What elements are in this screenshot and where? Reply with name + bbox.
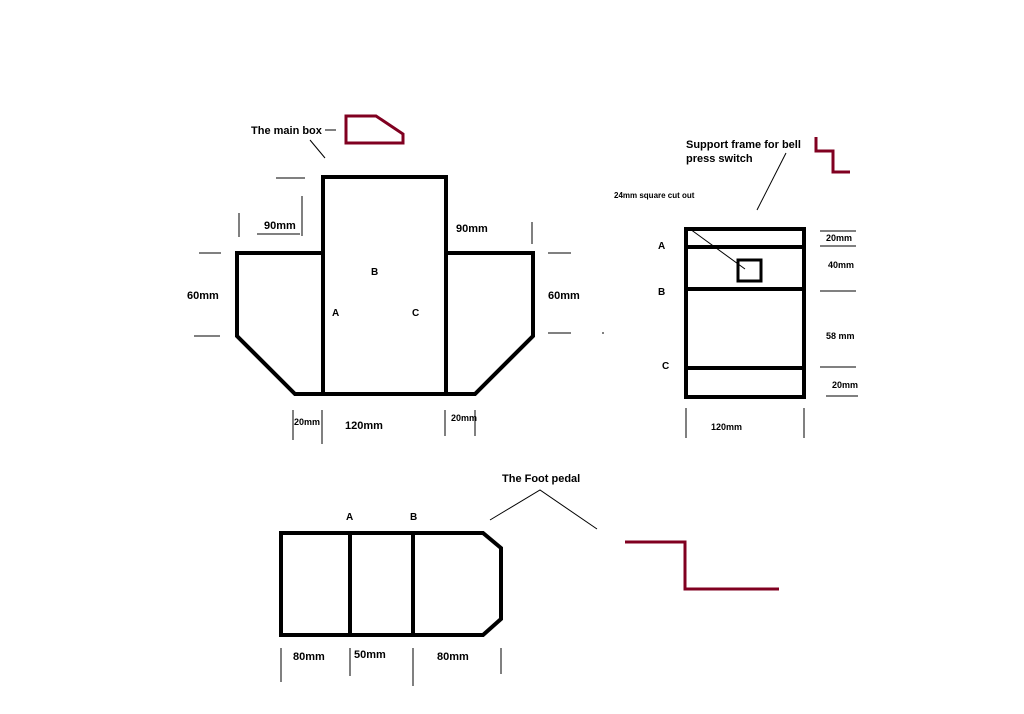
foot-pedal-profile-icon <box>625 540 779 591</box>
main-box-dim-bottom-center: 120mm <box>345 420 383 432</box>
main-box-center-panel <box>321 175 448 396</box>
main-box-right-flap <box>446 251 535 396</box>
main-box-label-b: B <box>371 267 378 278</box>
support-frame-title-line2: press switch <box>686 153 753 165</box>
support-frame-dim-second: 40mm <box>828 260 854 270</box>
support-frame-profile-icon <box>814 137 850 174</box>
foot-pedal-dim-right: 80mm <box>437 651 469 663</box>
support-frame-label-a: A <box>658 241 665 252</box>
foot-pedal-label-a: A <box>346 512 353 523</box>
support-frame-dim-middle: 58 mm <box>826 331 855 341</box>
support-frame-square-cutout <box>736 258 763 283</box>
main-box-dim-bottom-right: 20mm <box>451 413 477 423</box>
support-frame-cutout-label: 24mm square cut out <box>614 191 695 200</box>
main-box-group: The main box B A C 90mm 90mm 60mm 60mm 2… <box>187 114 604 444</box>
main-box-label-c: C <box>412 308 419 319</box>
main-box-dim-left-height: 60mm <box>187 290 219 302</box>
support-frame-dim-bottom: 20mm <box>832 380 858 390</box>
main-box-dim-left-flap: 90mm <box>264 220 296 232</box>
main-box-label-a: A <box>332 308 339 319</box>
main-box-title: The main box <box>251 125 323 137</box>
main-box-title-leader <box>309 139 326 159</box>
foot-pedal-dim-middle: 50mm <box>354 649 386 661</box>
support-frame-label-b: B <box>658 287 665 298</box>
support-frame-title-line1: Support frame for bell <box>686 139 801 151</box>
foot-pedal-group: The Foot pedal A B 80mm 50mm 80mm <box>279 473 779 686</box>
main-box-profile-icon <box>344 114 405 145</box>
support-frame-dim-top: 20mm <box>826 233 852 243</box>
support-frame-label-c: C <box>662 361 669 372</box>
support-frame-title-leader <box>756 152 787 211</box>
main-box-dim-right-flap: 90mm <box>456 223 488 235</box>
foot-pedal-dim-left: 80mm <box>293 651 325 663</box>
foot-pedal-title: The Foot pedal <box>502 473 580 485</box>
foot-pedal-title-leader <box>489 489 598 530</box>
main-box-left-flap <box>235 251 323 396</box>
foot-pedal-label-b: B <box>410 512 417 523</box>
support-frame-outline <box>684 227 806 399</box>
main-box-dim-right-height: 60mm <box>548 290 580 302</box>
support-frame-dim-width: 120mm <box>711 422 742 432</box>
main-box-dim-bottom-left: 20mm <box>294 417 320 427</box>
support-frame-group: Support frame for bell press switch 24mm… <box>614 137 858 438</box>
foot-pedal-outline <box>279 531 503 637</box>
